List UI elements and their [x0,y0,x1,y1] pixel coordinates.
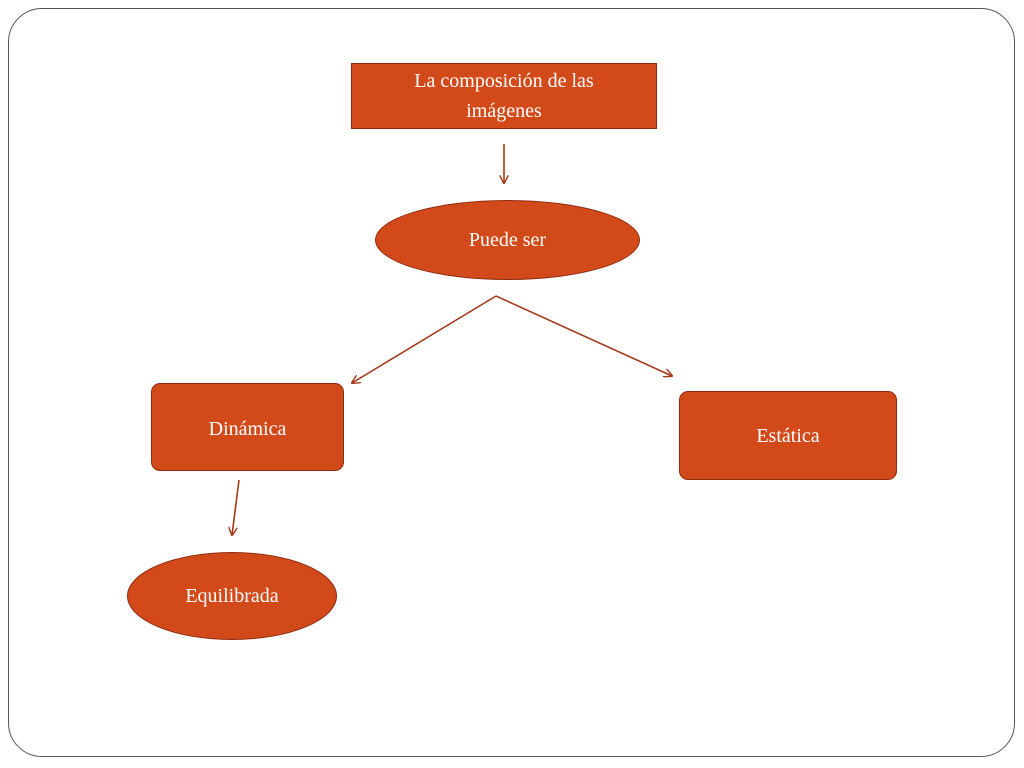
node-estatica: Estática [679,391,897,480]
node-equilibrada: Equilibrada [127,552,337,640]
arrow-puede-ser-to-dinamica [352,295,497,383]
node-dinamica-label: Dinámica [208,418,287,440]
node-dinamica: Dinámica [151,383,344,471]
node-puede-ser: Puede ser [375,200,640,280]
node-puede-ser-label: Puede ser [468,229,547,251]
node-equilibrada-label: Equilibrada [185,585,279,607]
arrow-dinamica-to-equilibrada [232,479,240,535]
node-estatica-label: Estática [756,424,820,447]
node-title: La composición de las imágenes [351,63,657,129]
node-title-label: La composición de las imágenes [414,70,594,122]
arrow-puede-ser-to-estatica [495,295,672,376]
